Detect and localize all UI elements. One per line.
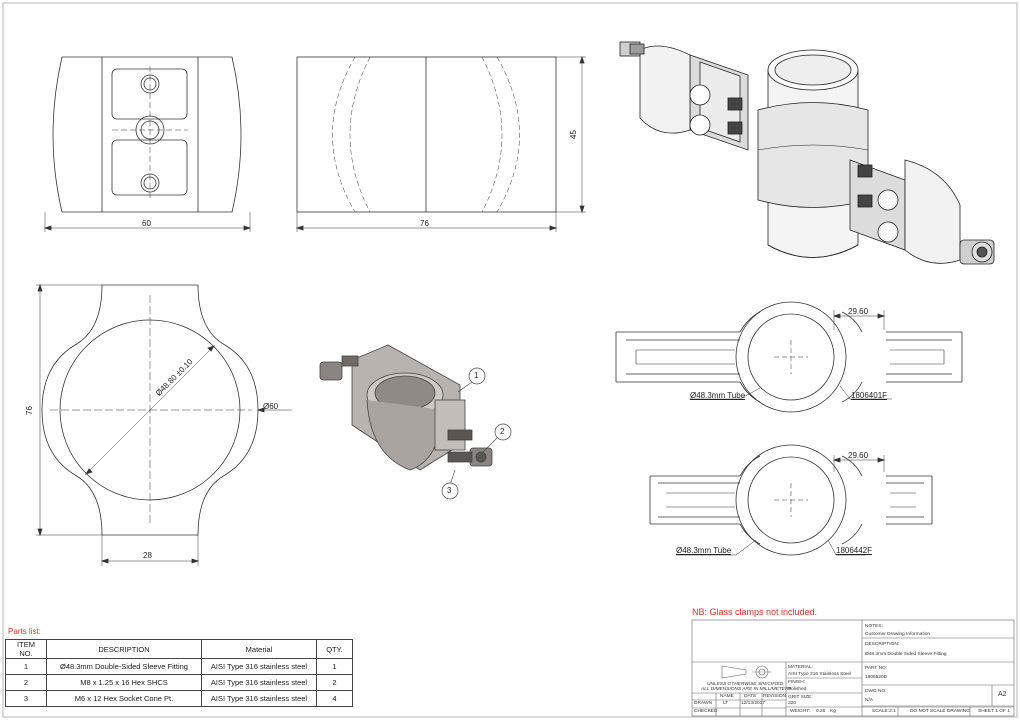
- parts-qty: 2: [316, 674, 353, 691]
- parts-list-header-row: ITEM NO. DESCRIPTION Material QTY.: [5, 639, 353, 659]
- table-row: 1 Ø48.3mm Double-Sided Sleeve Fitting AI…: [5, 658, 353, 675]
- tb-checked-label: CHECKED: [694, 709, 718, 714]
- note-glass-clamps: NB: Glass clamps not included.: [692, 607, 818, 617]
- tb-dwg-no-label: DWG NO:: [865, 689, 887, 694]
- parts-col-qty: QTY.: [316, 639, 353, 659]
- tb-unless-line2: ALL DIMENSIONS ARE IN MILLIMETERS: [701, 687, 792, 692]
- tb-col-revision: REVISION: [763, 694, 786, 699]
- tb-material-value: AISI Type 316 Stainless Steel: [788, 672, 852, 677]
- parts-description: M8 x 1.25 x 16 Hex SHCS: [46, 674, 202, 691]
- dim-front-width: 60: [142, 219, 151, 228]
- dim-side-height: 45: [568, 130, 578, 139]
- parts-list-title: Parts list:: [8, 627, 41, 636]
- table-row: 3 M6 x 12 Hex Socket Cone Pt. AISI Type …: [5, 690, 353, 707]
- parts-description: M6 x 12 Hex Socket Cone Pt.: [46, 690, 202, 707]
- dim-outer-diameter: Ø60: [263, 402, 279, 411]
- parts-description: Ø48.3mm Double-Sided Sleeve Fitting: [46, 658, 202, 675]
- tb-description-label: DESCRIPTION:: [865, 642, 900, 647]
- parts-material: AISI Type 316 stainless steel: [201, 690, 317, 707]
- parts-material: AISI Type 316 stainless steel: [201, 658, 317, 675]
- tb-weight-unit: Kg: [830, 709, 836, 714]
- tb-grit-value: 320: [788, 701, 797, 706]
- parts-material: AISI Type 316 stainless steel: [201, 674, 317, 691]
- dim-plan1-span: 29.60: [848, 307, 869, 316]
- tb-part-no-value: 1806520D: [865, 675, 888, 680]
- balloon-3: 3: [447, 486, 452, 495]
- isometric-assembly-small: [319, 344, 512, 500]
- tb-scale: SCALE:2:1: [872, 709, 896, 714]
- plan-view-1: [615, 301, 963, 413]
- tb-material-label: MATERIAL:: [788, 665, 813, 670]
- tb-col-name: NAME: [720, 694, 734, 699]
- balloon-1: 1: [474, 371, 479, 380]
- tb-notes-value: Customer Drawing Information: [865, 632, 931, 637]
- tb-weight-label: WEIGHT:: [790, 709, 810, 714]
- parts-list-table: ITEM NO. DESCRIPTION Material QTY. 1 Ø48…: [5, 639, 353, 707]
- tb-drawn-label: DRAWN: [694, 701, 712, 706]
- tb-drawn-date: 12/13/2017: [741, 701, 766, 706]
- tb-size: A2: [998, 691, 1007, 698]
- tb-unless-line1: UNLESS OTHERWISE SPECIFIED: [707, 682, 784, 687]
- plan-view-2: [649, 444, 933, 556]
- parts-qty: 1: [316, 658, 353, 675]
- balloon-2: 2: [500, 427, 505, 436]
- parts-col-description: DESCRIPTION: [46, 639, 202, 659]
- tb-finish-label: FINISH:: [788, 680, 806, 685]
- tb-description-value: Ø48.3mm Double Sided Sleeve Fitting: [865, 652, 947, 657]
- plan2-part-label: 1806442F: [836, 546, 873, 555]
- tb-drawn-name: LT: [723, 701, 729, 706]
- dim-side-width: 76: [420, 219, 429, 228]
- tb-col-date: DATE: [744, 694, 757, 699]
- tb-grit-label: GRIT SIZE:: [788, 695, 813, 700]
- table-row: 2 M8 x 1.25 x 16 Hex SHCS AISI Type 316 …: [5, 674, 353, 691]
- tb-notes-label: NOTES:: [865, 624, 883, 629]
- tb-sheet: SHEET 1 OF 1: [978, 709, 1010, 714]
- parts-qty: 4: [316, 690, 353, 707]
- parts-item: 2: [5, 674, 47, 691]
- parts-col-item: ITEM NO.: [5, 639, 47, 659]
- tb-part-no-label: PART NO:: [865, 666, 888, 671]
- side-view: [295, 55, 586, 232]
- title-block-grid: [691, 619, 1015, 717]
- tb-finish-value: Polished: [788, 687, 807, 692]
- tb-weight-value: 0.26: [816, 709, 826, 714]
- dim-plan2-span: 29.60: [848, 451, 869, 460]
- parts-item: 1: [5, 658, 47, 675]
- parts-item: 3: [5, 690, 47, 707]
- plan1-part-label: 1806401F: [851, 391, 888, 400]
- tb-do-not-scale: DO NOT SCALE DRAWING: [910, 709, 970, 714]
- plan1-tube-label: Ø48.3mm Tube: [690, 391, 746, 400]
- isometric-assembly-large: [619, 41, 995, 265]
- dim-section-neck: 28: [143, 551, 152, 560]
- tb-dwg-no-value: N/A: [865, 698, 873, 703]
- parts-col-material: Material: [201, 639, 317, 659]
- front-view: [43, 56, 252, 232]
- dim-section-height: 76: [24, 406, 34, 415]
- section-view: [36, 283, 292, 566]
- plan2-tube-label: Ø48.3mm Tube: [676, 546, 732, 555]
